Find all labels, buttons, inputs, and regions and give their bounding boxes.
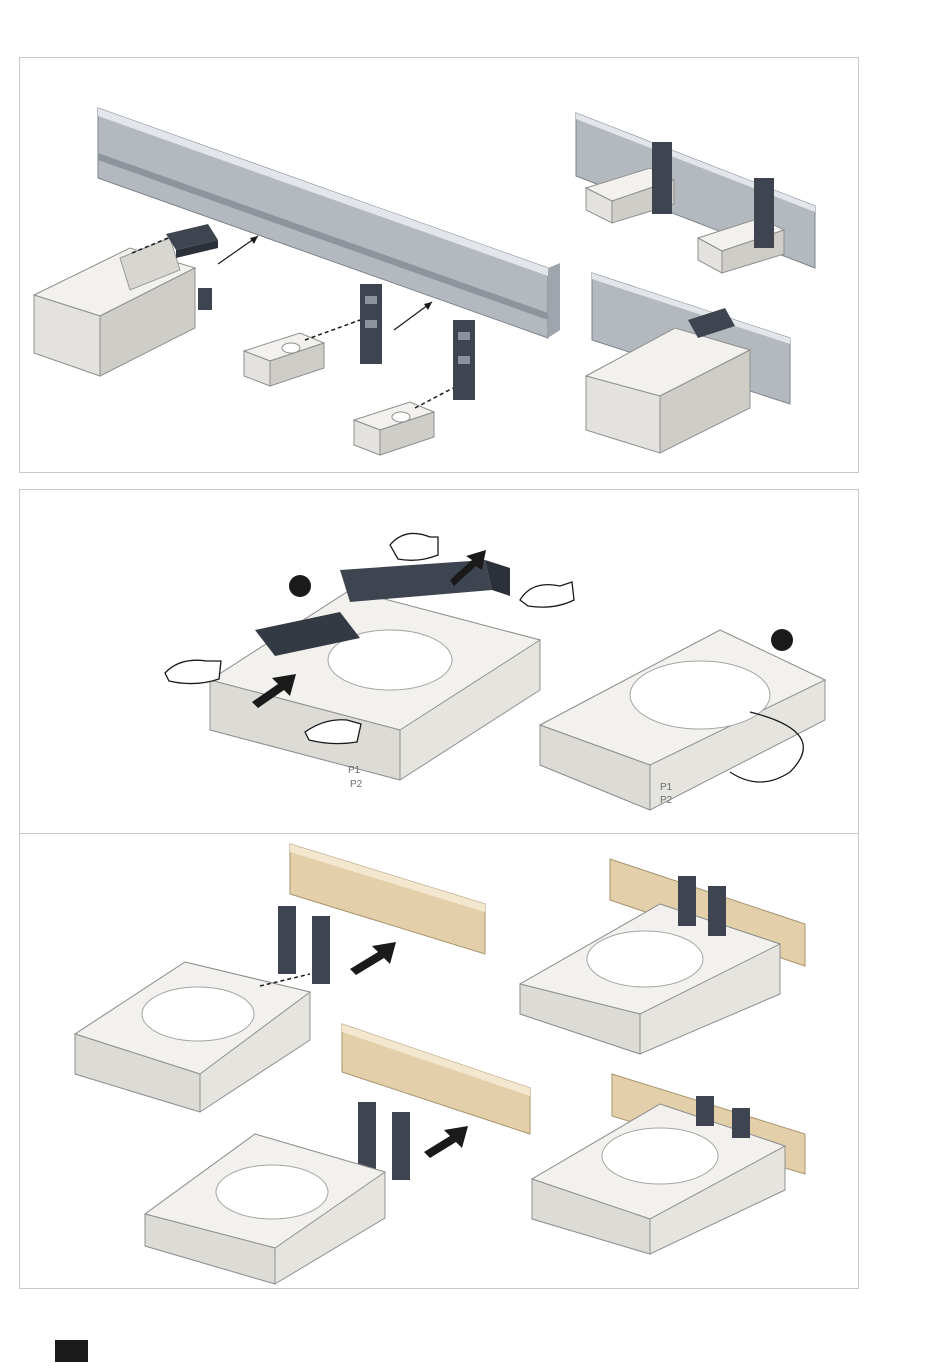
mounting-clip-2 [360, 284, 382, 364]
hand-icon-left [165, 660, 221, 683]
page-marker-block [55, 1340, 88, 1362]
panel-2-illustration: P1 P2 P1 P2 [20, 490, 860, 835]
hand-icon-top [390, 533, 438, 560]
round-transformer-left: P1 P2 [210, 560, 540, 790]
result-mounted-2 [532, 1074, 805, 1254]
transformer-2 [145, 1134, 385, 1284]
panel-1-illustration [20, 58, 860, 474]
hand-icon-right [520, 582, 574, 607]
panel-rail-mounting-tan [19, 833, 859, 1289]
step-marker-2 [771, 629, 793, 651]
panel-adapter-change: P1 P2 P1 P2 [19, 489, 859, 834]
clip-pair-1 [278, 906, 330, 984]
terminal-label-p1-right: P1 [660, 782, 673, 793]
result-mounted-1 [520, 859, 805, 1054]
transformer-housing-rectangular [34, 238, 212, 376]
panel-rail-mounting-grey [19, 57, 859, 473]
round-transformer-right: P1 P2 [540, 630, 825, 810]
terminal-label-p1: P1 [348, 765, 361, 776]
mounting-clip-3 [453, 320, 475, 400]
small-transformer-2 [354, 402, 434, 455]
small-transformer-1 [244, 333, 324, 386]
terminal-label-p2-right: P2 [660, 795, 673, 806]
transformer-1 [75, 962, 310, 1112]
terminal-label-p2: P2 [350, 779, 363, 790]
step-marker-1 [289, 575, 311, 597]
result-view-rectangular-housing [586, 273, 790, 453]
panel-3-illustration [20, 834, 860, 1290]
arrow-3 [350, 942, 396, 975]
arrow-4 [424, 1126, 468, 1158]
result-view-small-transformers [576, 113, 815, 273]
